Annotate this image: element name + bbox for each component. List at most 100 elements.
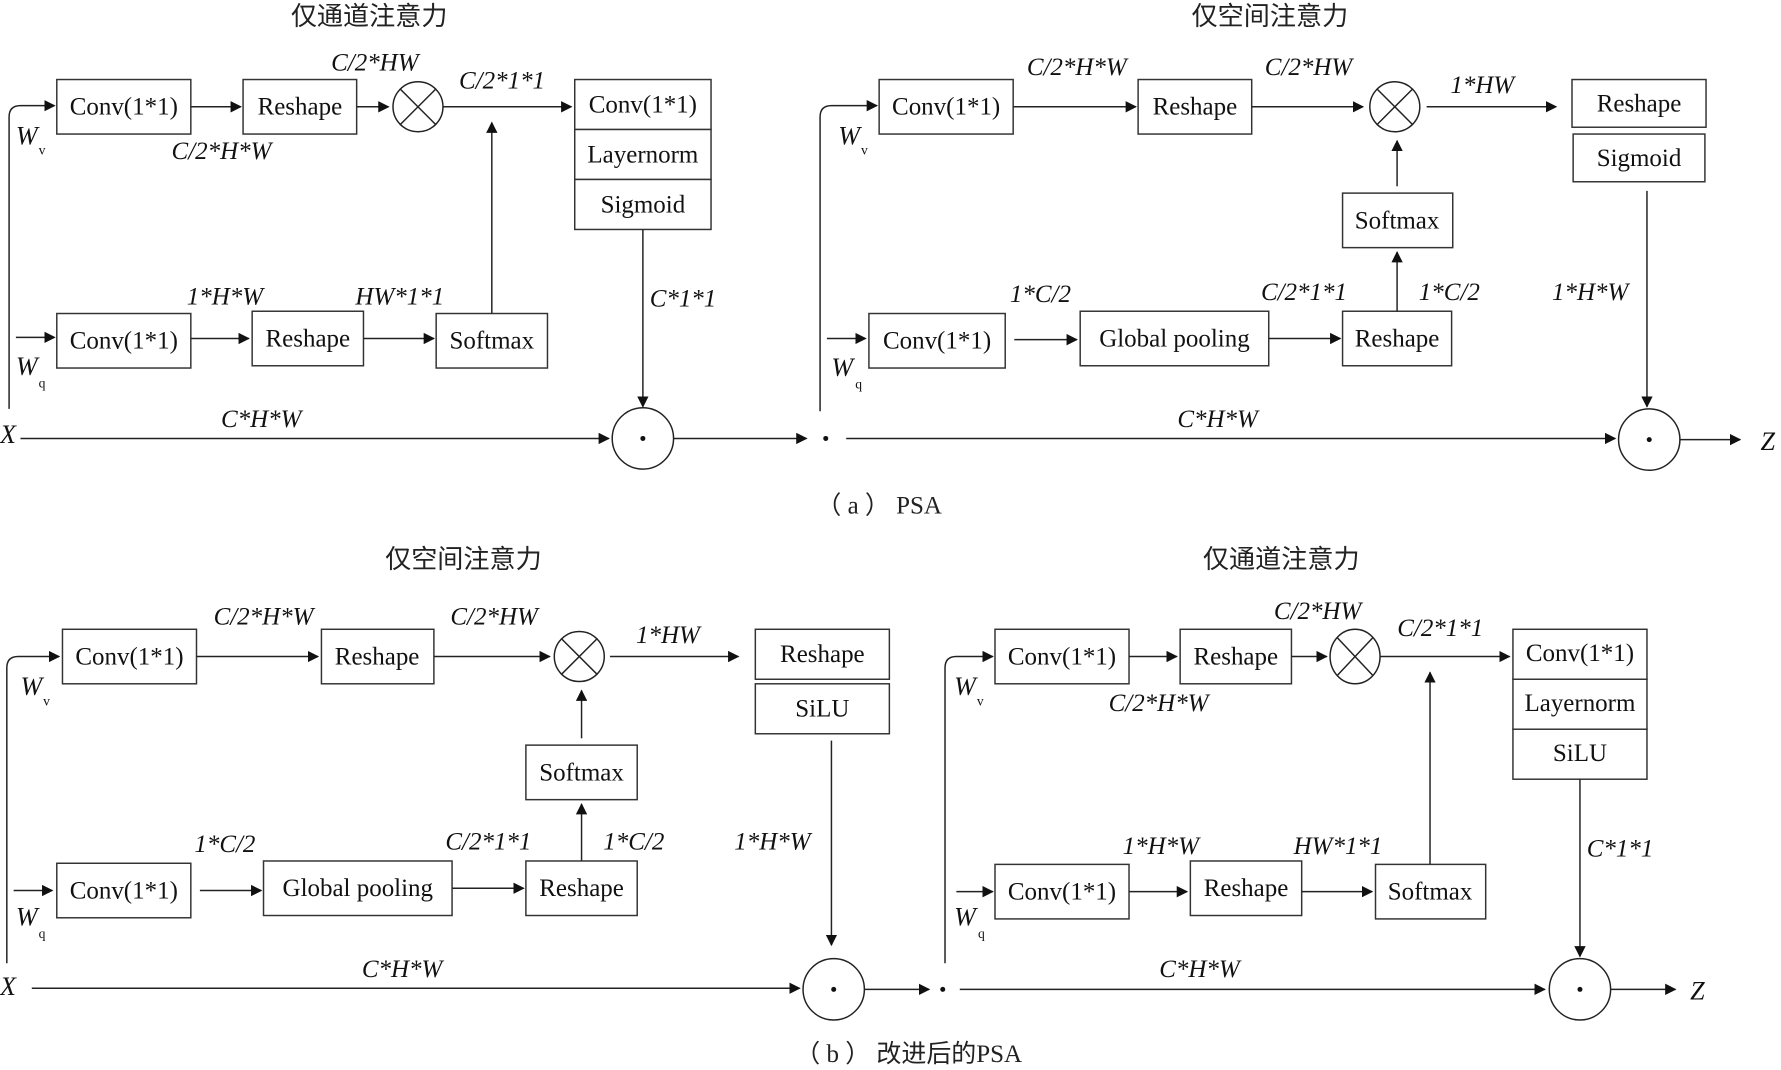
- elementwise-multiply-operator: [611, 407, 675, 470]
- softmax-box: [1341, 192, 1454, 249]
- reshape-box: [1341, 310, 1453, 367]
- conv-label: Conv(1*1): [1008, 879, 1116, 906]
- pool-label: Global pooling: [1099, 325, 1250, 352]
- softmax-box: [525, 744, 638, 801]
- wq-label: W: [954, 903, 978, 932]
- dim-label: C*H*W: [1159, 956, 1242, 983]
- stack-label: Sigmoid: [1597, 145, 1682, 172]
- dim-label: C/2*1*1: [459, 68, 545, 95]
- stack-reshape-box: [754, 628, 891, 680]
- caption-a: （ a ） PSA: [816, 491, 942, 519]
- dim-label: 1*HW: [636, 622, 702, 649]
- reshape-label: Reshape: [1193, 643, 1278, 670]
- dim-label: C/2*H*W: [1027, 54, 1129, 81]
- dim-label: 1*C/2: [1010, 281, 1071, 308]
- wv-label: W: [20, 672, 44, 701]
- panel-a-channel-attention: 仅通道注意力 W v Conv(1*1) C/2*H*W Reshape C/2…: [0, 2, 808, 470]
- skip-to-v-arrow: [6, 650, 61, 964]
- conv-box: [868, 312, 1006, 369]
- wv-label: W: [838, 121, 862, 150]
- reshape-label: Reshape: [1355, 325, 1440, 352]
- reshape-box: [242, 78, 358, 135]
- stack-label: Layernorm: [1524, 690, 1635, 717]
- z-output-label: Z: [1690, 977, 1705, 1006]
- softmax-label: Softmax: [1355, 207, 1440, 234]
- dim-label: C*1*1: [650, 286, 717, 313]
- stack-layernorm-box: [1512, 678, 1648, 730]
- dim-label: 1*C/2: [194, 831, 255, 858]
- elementwise-multiply-operator: [802, 957, 866, 1021]
- global-pooling-box: [262, 860, 453, 917]
- stack-label: Conv(1*1): [589, 91, 697, 118]
- conv-box: [56, 862, 192, 919]
- panel-title: 仅空间注意力: [385, 545, 542, 575]
- x-input-label: X: [0, 420, 17, 449]
- wq-label: W: [16, 903, 40, 932]
- dim-label: C*1*1: [1587, 835, 1654, 862]
- conv-label: Conv(1*1): [70, 94, 178, 121]
- dim-label: 1*H*W: [1123, 833, 1201, 860]
- reshape-label: Reshape: [1153, 94, 1238, 121]
- panel-title: 仅通道注意力: [1203, 545, 1360, 575]
- dim-label: 1*H*W: [734, 829, 812, 856]
- reshape-label: Reshape: [335, 643, 420, 670]
- dim-label: 1*C/2: [603, 829, 664, 856]
- dim-label: C/2*HW: [1265, 54, 1355, 81]
- softmax-label: Softmax: [539, 759, 624, 786]
- conv-box: [994, 628, 1130, 685]
- dim-label: 1*HW: [1450, 72, 1516, 99]
- stack-label: Conv(1*1): [1526, 640, 1634, 667]
- wq-sub: q: [39, 926, 46, 941]
- panel-a-spatial-attention: 仅空间注意力 W v Conv(1*1) C/2*H*W Reshape C/2…: [819, 2, 1776, 471]
- softmax-label: Softmax: [1388, 879, 1473, 906]
- reshape-box: [320, 628, 435, 685]
- dim-label: C/2*HW: [1274, 598, 1364, 625]
- dim-label: C/2*1*1: [1397, 615, 1483, 642]
- panel-title: 仅空间注意力: [1192, 2, 1349, 32]
- conv-label: Conv(1*1): [70, 328, 178, 355]
- dim-label: C/2*1*1: [1261, 279, 1347, 306]
- skip-to-v-arrow: [819, 99, 879, 412]
- panel-title: 仅通道注意力: [291, 2, 448, 32]
- reshape-box: [525, 860, 638, 917]
- dim-label: C*H*W: [362, 956, 445, 983]
- x-input-label: X: [0, 972, 17, 1001]
- wq-label: W: [831, 353, 855, 382]
- dim-label: C/2*H*W: [214, 604, 316, 631]
- conv-label: Conv(1*1): [1008, 643, 1116, 670]
- stack-conv-box: [1512, 628, 1648, 680]
- softmax-box: [1374, 863, 1487, 920]
- conv-label: Conv(1*1): [75, 643, 183, 670]
- global-pooling-box: [1079, 310, 1270, 367]
- wq-sub: q: [978, 926, 985, 941]
- stack-label: Reshape: [1597, 90, 1682, 117]
- multiply-operator: [392, 81, 444, 133]
- conv-label: Conv(1*1): [892, 94, 1000, 121]
- stack-label: Sigmoid: [601, 191, 686, 218]
- wq-label: W: [16, 352, 40, 381]
- junction-dot: [940, 986, 946, 992]
- reshape-label: Reshape: [266, 325, 351, 352]
- conv-box: [56, 312, 192, 369]
- junction-dot: [823, 435, 829, 441]
- wv-sub: v: [861, 142, 868, 157]
- wq-sub: q: [39, 375, 46, 390]
- dim-label: HW*1*1: [1293, 833, 1383, 860]
- stack-sigmoid-box: [1572, 133, 1706, 183]
- wq-sub: q: [855, 376, 862, 391]
- conv-label: Conv(1*1): [70, 877, 178, 904]
- dim-label: C/2*HW: [450, 604, 540, 631]
- dim-label: C*H*W: [221, 406, 304, 433]
- skip-to-v-arrow: [944, 650, 994, 964]
- reshape-label: Reshape: [258, 94, 343, 121]
- dim-label: 1*H*W: [187, 283, 265, 310]
- elementwise-multiply-operator: [1548, 957, 1612, 1021]
- dim-label: 1*C/2: [1419, 279, 1480, 306]
- dim-label: 1*H*W: [1552, 279, 1630, 306]
- reshape-box: [251, 310, 365, 367]
- dim-label: C/2*1*1: [445, 829, 531, 856]
- wv-label: W: [16, 121, 40, 150]
- reshape-label: Reshape: [1204, 875, 1289, 902]
- dim-label: C/2*HW: [331, 49, 421, 76]
- conv-label: Conv(1*1): [883, 328, 991, 355]
